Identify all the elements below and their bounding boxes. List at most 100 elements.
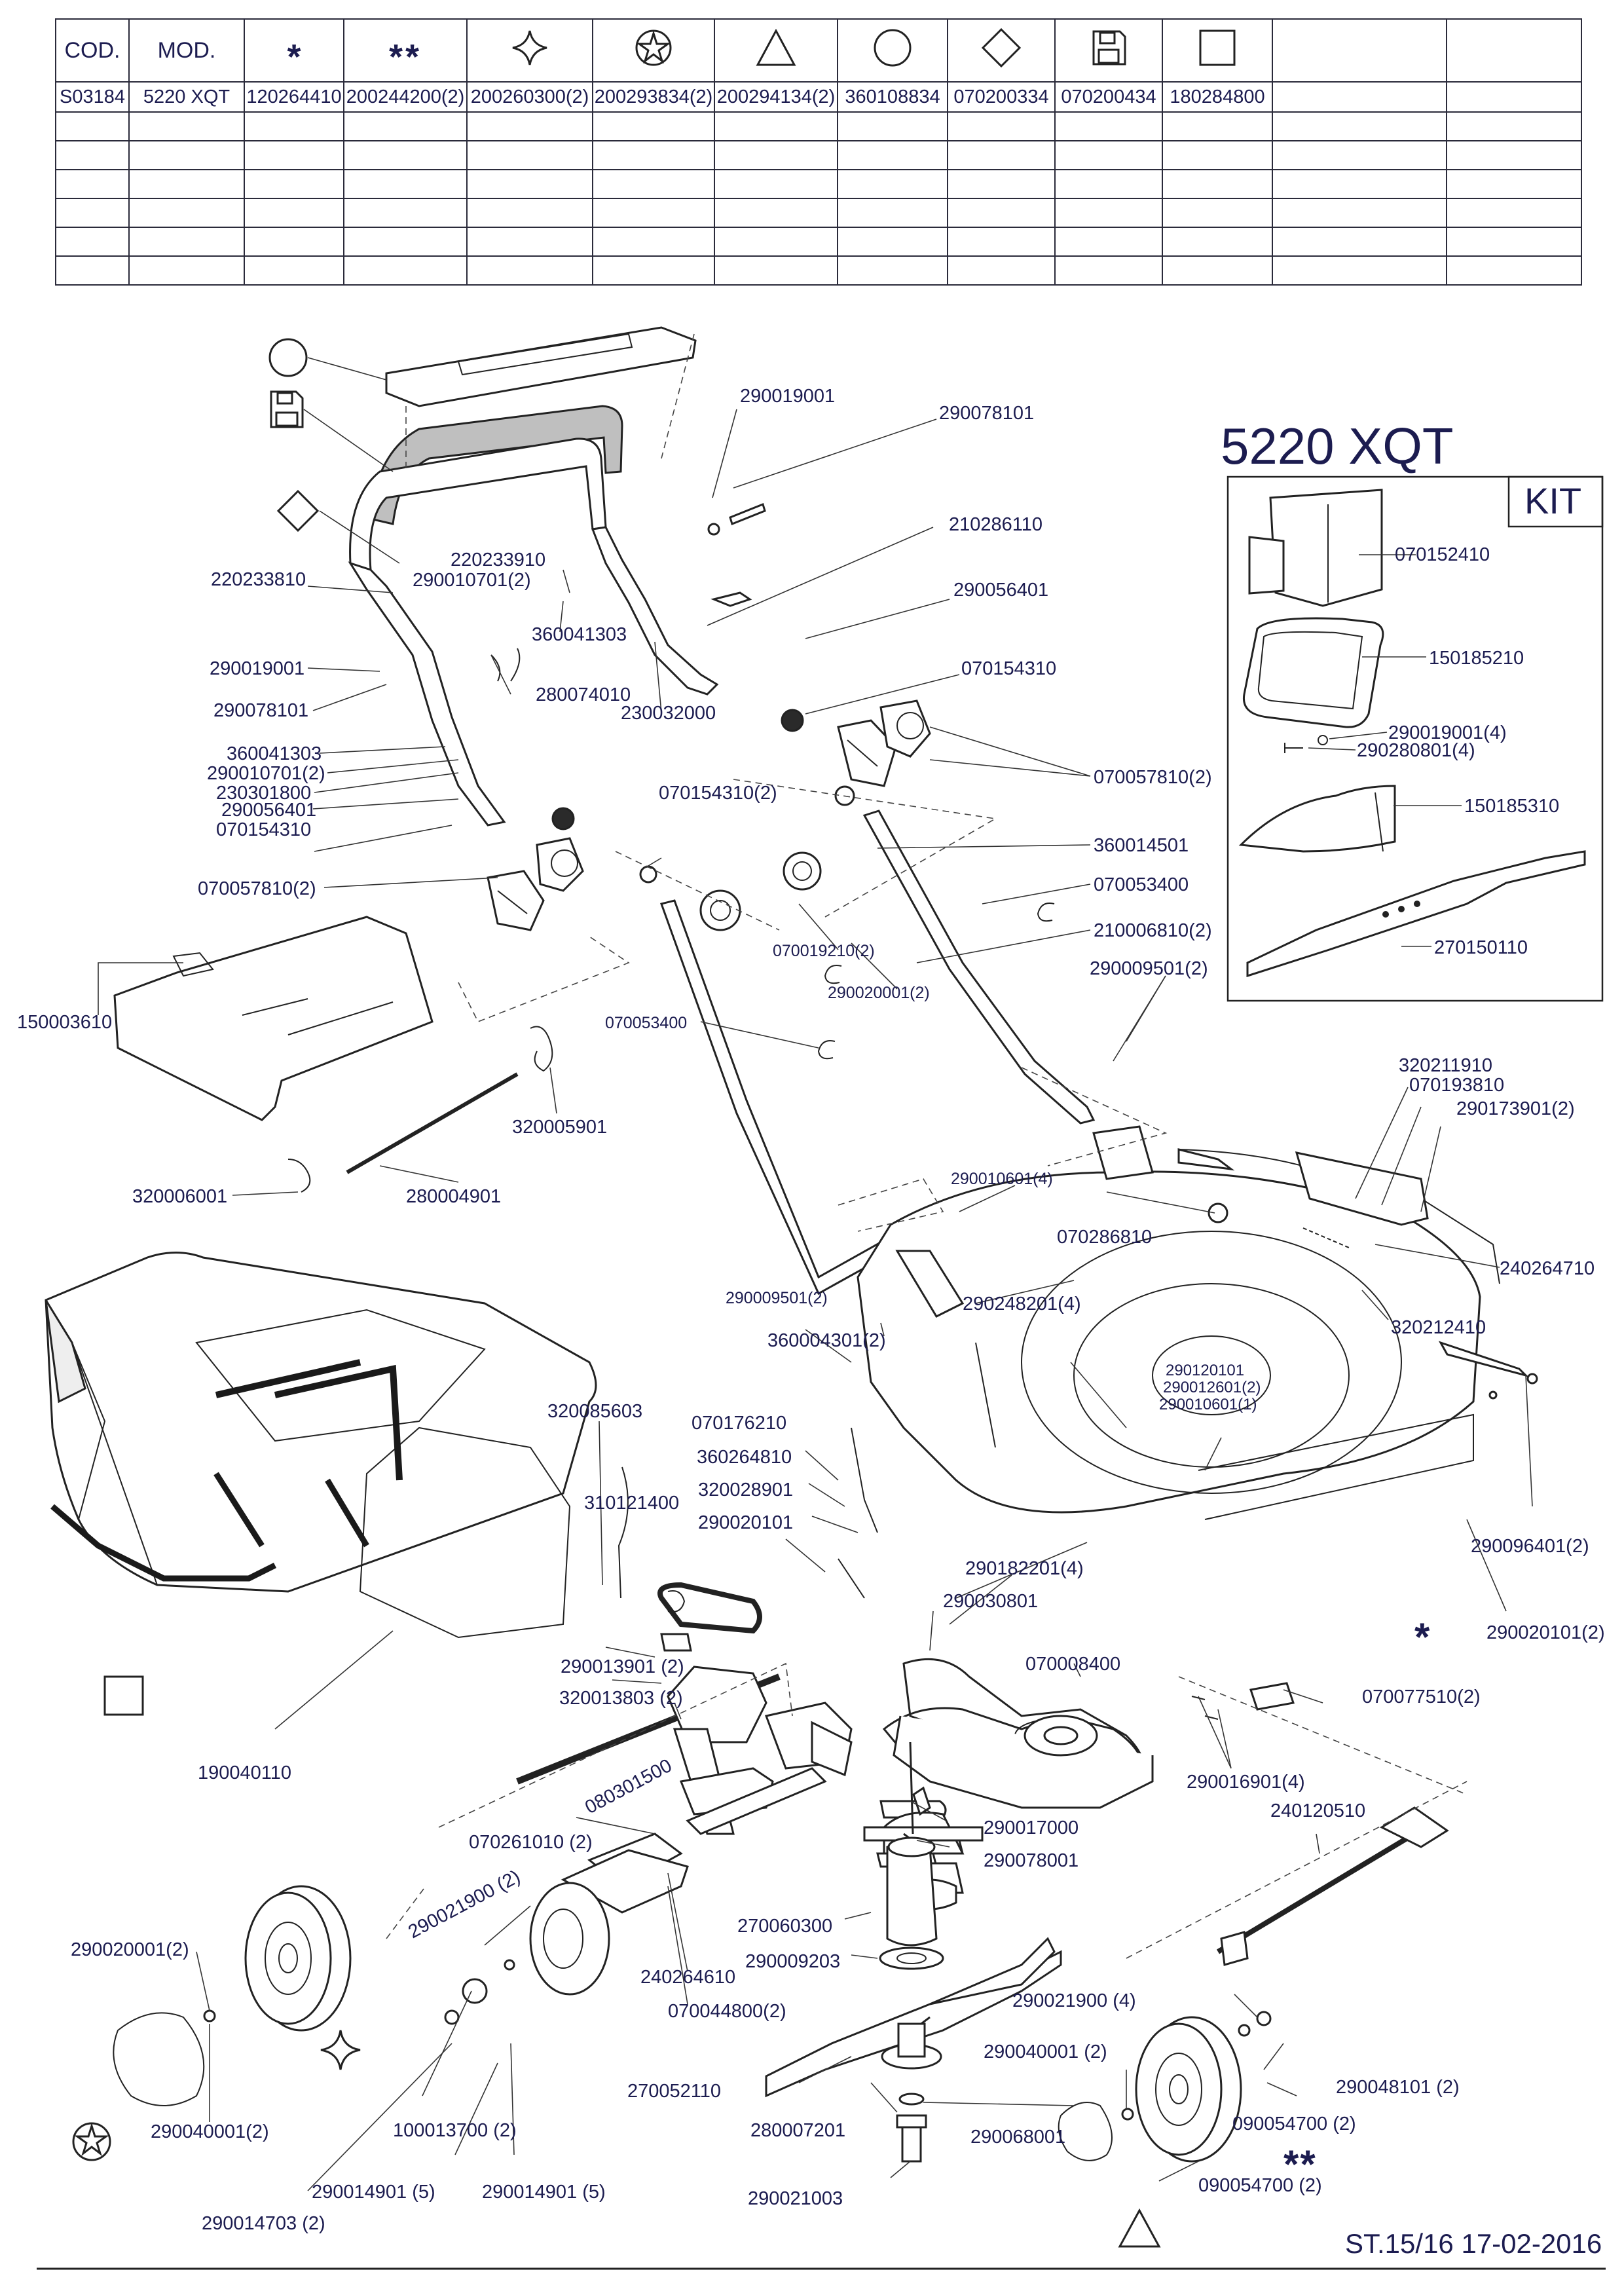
callout: 290048101 (2) bbox=[1336, 2077, 1460, 2098]
callout: 290056401 bbox=[221, 800, 316, 821]
grass-catcher bbox=[45, 1252, 597, 1639]
header-four-point-star bbox=[466, 18, 593, 83]
callout: 070044800(2) bbox=[668, 2001, 786, 2022]
callout: 090054700 (2) bbox=[1232, 2114, 1356, 2134]
kit-frame bbox=[1227, 475, 1604, 1002]
cell-empty-2 bbox=[1446, 81, 1582, 113]
floppy-disk-icon bbox=[1092, 30, 1126, 65]
callout: 290010701(2) bbox=[207, 763, 325, 784]
callout: 290040001(2) bbox=[151, 2121, 269, 2142]
upper-handle-left-tube bbox=[348, 561, 506, 827]
cell-empty-1 bbox=[1272, 81, 1447, 113]
handle-knob-right bbox=[781, 709, 804, 732]
cell-cod: S03184 bbox=[55, 81, 130, 113]
callout: 210286110 bbox=[949, 514, 1043, 535]
callout: 290019001 bbox=[740, 386, 835, 407]
kit-box: 5220 XQT KIT bbox=[1221, 417, 1604, 1002]
four-point-star-icon bbox=[512, 30, 547, 65]
asterisk-icon: * bbox=[1414, 1615, 1430, 1659]
callout: 290014901 (5) bbox=[482, 2182, 606, 2203]
mulching-plate-kit-part bbox=[1238, 785, 1396, 853]
callout: 290017000 bbox=[984, 1817, 1079, 1838]
callout: 070154310 bbox=[216, 819, 311, 840]
triangle-icon bbox=[756, 28, 796, 65]
callout: 290120101 bbox=[1166, 1362, 1244, 1379]
left-rear-wheel bbox=[113, 1885, 352, 2106]
square-icon bbox=[103, 1675, 144, 1716]
header-empty-1 bbox=[1272, 18, 1447, 83]
callout: 290078101 bbox=[939, 403, 1034, 424]
callout: 290010601(1) bbox=[1159, 1396, 1257, 1413]
callout: 070057810(2) bbox=[1094, 767, 1212, 788]
callout: 270060300 bbox=[737, 1916, 832, 1937]
lever-070176210 bbox=[851, 1427, 878, 1533]
callout: 290096401(2) bbox=[1471, 1536, 1589, 1557]
header-mod: MOD. bbox=[128, 18, 245, 83]
lower-handle-right bbox=[862, 810, 1096, 1125]
drive-assembly bbox=[516, 1582, 853, 1914]
header-floppy bbox=[1054, 18, 1163, 83]
double-asterisk-icon: ** bbox=[388, 37, 422, 77]
cell-triangle: 200294134(2) bbox=[714, 81, 838, 113]
callout: 290009501(2) bbox=[1090, 958, 1208, 979]
table-row bbox=[55, 255, 1582, 286]
callout-leaders bbox=[98, 357, 1533, 2191]
callout: 290030801 bbox=[943, 1591, 1038, 1612]
header-asterisk: * bbox=[244, 18, 344, 83]
kit-leaders bbox=[1308, 554, 1462, 947]
kit-callout: 290280801(4) bbox=[1357, 740, 1475, 761]
callout: 320006001 bbox=[132, 1186, 227, 1207]
part-code-table: COD. MOD. * ** S03184 5220 XQT 120264410 bbox=[55, 18, 1582, 286]
callout: 310121400 bbox=[584, 1493, 679, 1514]
header-circle bbox=[837, 18, 948, 83]
spring-320085603 bbox=[618, 1466, 629, 1599]
callout: 150003610 bbox=[17, 1012, 112, 1033]
kit-callout: 150185310 bbox=[1464, 796, 1559, 817]
cell-star-circle: 200293834(2) bbox=[592, 81, 715, 113]
callout: 290173901(2) bbox=[1456, 1098, 1575, 1119]
callout: 290009501(2) bbox=[726, 1289, 828, 1307]
callout: 280074010 bbox=[536, 684, 631, 705]
callout: 290021900 (4) bbox=[1012, 1990, 1136, 2011]
mulching-blade-kit-part bbox=[1246, 850, 1586, 978]
callout: 290020001(2) bbox=[71, 1939, 189, 1960]
upper-handle-bar bbox=[349, 438, 607, 572]
callout: 290248201(4) bbox=[963, 1294, 1081, 1314]
table-row bbox=[55, 111, 1582, 141]
callout: 270052110 bbox=[627, 2081, 721, 2102]
hubcap-left bbox=[113, 2012, 205, 2106]
header-triangle bbox=[714, 18, 838, 83]
callout: 070019210(2) bbox=[773, 942, 875, 960]
diamond-icon bbox=[276, 489, 320, 532]
callout: 290182201(4) bbox=[965, 1558, 1084, 1579]
footer-code: ST.15/16 17-02-2016 bbox=[1345, 2228, 1602, 2259]
callout: 070053400 bbox=[605, 1014, 687, 1032]
cable-clamp bbox=[1249, 1682, 1295, 1711]
kit-label-box bbox=[1507, 475, 1604, 528]
callout: 070193810 bbox=[1409, 1075, 1504, 1096]
header-square bbox=[1162, 18, 1273, 83]
table-row bbox=[55, 169, 1582, 199]
assembly-guide-lines bbox=[386, 333, 1467, 1959]
callout: 290021003 bbox=[748, 2188, 843, 2209]
callout: 290078001 bbox=[984, 1850, 1079, 1871]
callout: 240120510 bbox=[1270, 1800, 1365, 1821]
header-star-circle bbox=[592, 18, 715, 83]
cell-circle: 360108834 bbox=[837, 81, 948, 113]
callout: 320212410 bbox=[1391, 1317, 1486, 1338]
flap-spring-right bbox=[530, 1026, 553, 1072]
triangle-icon bbox=[1118, 2208, 1161, 2248]
flap-rod bbox=[346, 1072, 519, 1174]
callout: 240264610 bbox=[640, 1967, 735, 1988]
square-icon bbox=[1199, 29, 1236, 65]
callout: 290056401 bbox=[953, 580, 1048, 601]
kit-callout: 290019001(4) bbox=[1388, 722, 1507, 743]
callout: 290068001 bbox=[970, 2127, 1065, 2148]
star-in-circle-icon bbox=[635, 29, 672, 65]
double-asterisk-icon: ** bbox=[1283, 2142, 1317, 2186]
callout: 320211910 bbox=[1399, 1055, 1492, 1076]
callout: 070154310(2) bbox=[659, 783, 777, 804]
callout: 320005901 bbox=[512, 1117, 607, 1138]
